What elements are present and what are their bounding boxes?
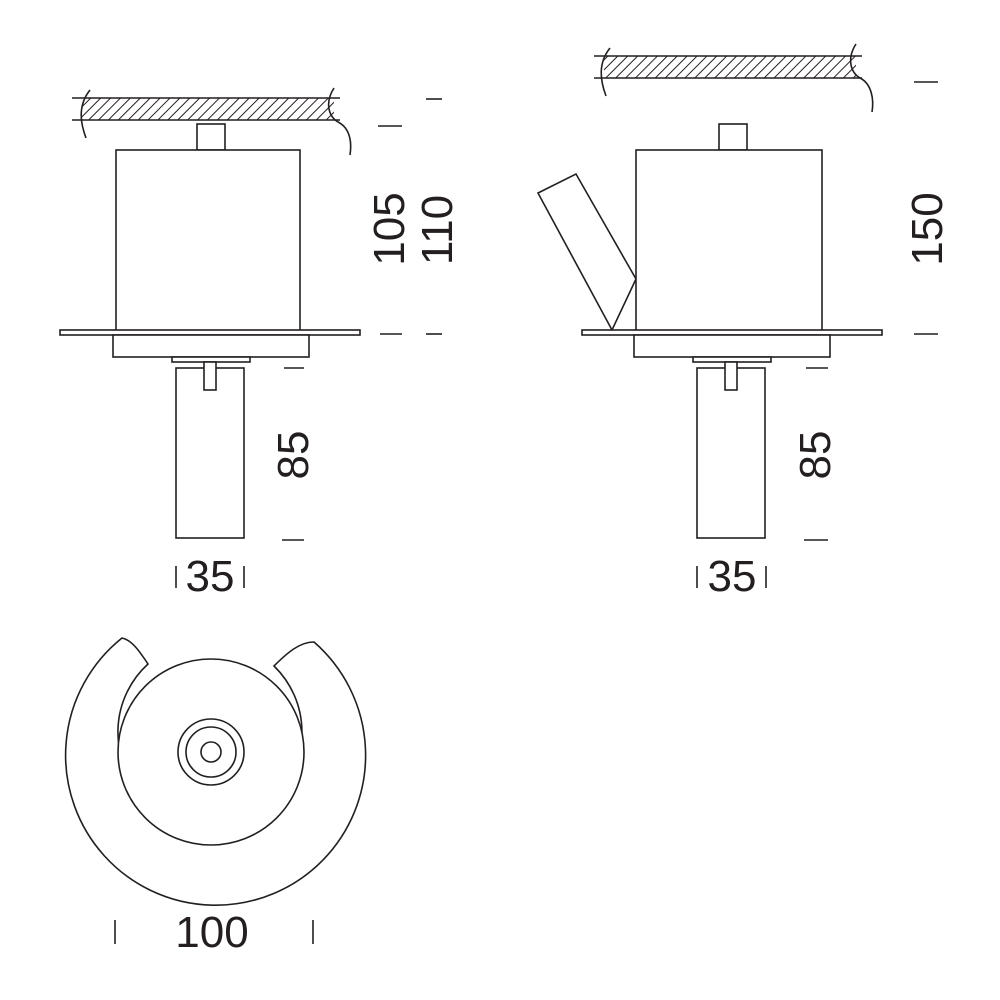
lens-center [200, 741, 222, 763]
base-plate-right [633, 334, 831, 358]
left-side-view: 105 110 85 35 [59, 87, 462, 601]
spot-neck [203, 361, 217, 391]
recessed-body [115, 149, 301, 332]
plan-view: 100 [64, 637, 367, 957]
spot-head-right [696, 367, 766, 539]
base-plate [112, 334, 310, 358]
mounting-stem-right [718, 123, 748, 151]
dim-body-110: 110 [413, 195, 462, 265]
dim-head-height-85-right: 85 [791, 431, 840, 480]
dimension-ticks-right [696, 81, 938, 588]
spot-neck-right [724, 361, 738, 391]
dim-head-width-35-right: 35 [708, 552, 757, 601]
dimension-ticks-plan [114, 920, 314, 944]
lens-ring-outer [177, 718, 245, 786]
retaining-spring-clip [536, 172, 637, 332]
right-side-view: 150 85 35 [536, 43, 952, 601]
spot-head [175, 367, 245, 539]
dimension-ticks-left [175, 98, 442, 588]
dim-head-width-35: 35 [186, 552, 235, 601]
ceiling-hatch-right [604, 56, 856, 78]
dim-diameter-100: 100 [175, 908, 248, 957]
dim-body-150: 150 [903, 192, 952, 265]
ceiling-section-right [594, 43, 874, 113]
mounting-stem [196, 123, 226, 151]
ceiling-hatch [82, 98, 334, 120]
dim-head-height-85: 85 [269, 431, 318, 480]
ceiling-section [72, 87, 352, 156]
lens-ring-inner [185, 726, 237, 778]
recessed-body-right [635, 149, 823, 332]
dim-body-105: 105 [365, 192, 414, 265]
